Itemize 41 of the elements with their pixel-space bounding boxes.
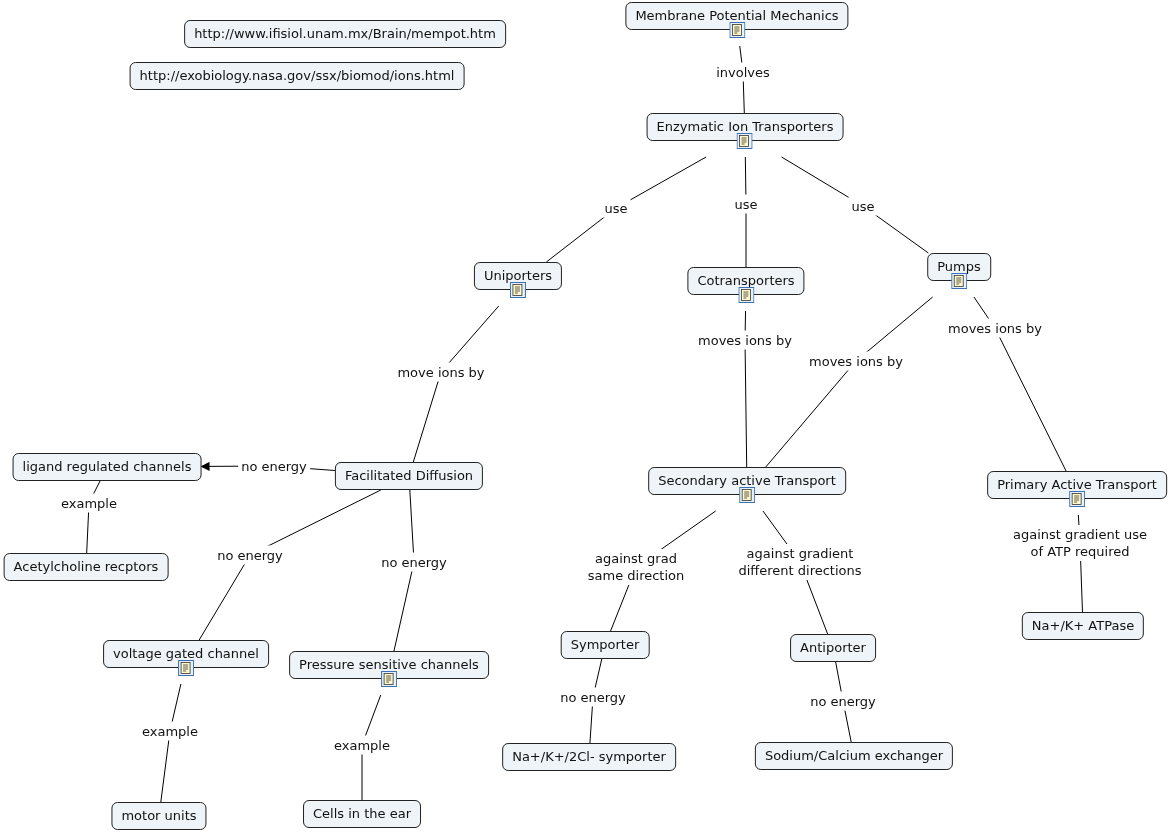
edge-label: use xyxy=(848,196,878,216)
concept-label: voltage gated channel xyxy=(113,646,259,661)
concept-label: Sodium/Calcium exchanger xyxy=(764,748,944,763)
concept-box xyxy=(184,20,506,48)
connector-line xyxy=(973,296,1067,472)
concept-label: http://exobiology.nasa.gov/ssx/biomod/ions.html xyxy=(139,68,455,83)
connector-line xyxy=(744,310,748,468)
concept-label: Cells in the ear xyxy=(313,806,411,821)
concept-label: Facilitated Diffusion xyxy=(344,468,474,483)
concept-label: Pumps xyxy=(937,259,981,274)
concept-box xyxy=(303,800,421,828)
concept-label: Enzymatic Ion Transporters xyxy=(656,119,834,134)
edge-label: example xyxy=(58,493,120,513)
concept-label: Na+/K+ ATPase xyxy=(1031,618,1135,633)
concept-label: Primary Active Transport xyxy=(997,477,1157,492)
concept-box xyxy=(560,631,650,659)
concept-label: Uniporters xyxy=(483,268,553,283)
concept-box xyxy=(129,62,465,90)
edge-label: use xyxy=(601,198,631,218)
concept-label: Secondary active Transport xyxy=(658,473,836,488)
concept-box xyxy=(111,802,207,830)
concept-label: Na+/K+/2Cl- symporter xyxy=(512,749,666,764)
concept-label: http://www.ifisiol.unam.mx/Brain/mempot.htm xyxy=(194,26,496,41)
concept-box xyxy=(3,553,169,581)
concept-box xyxy=(334,462,484,490)
edge-label: example xyxy=(331,735,393,755)
concept-label: Antiporter xyxy=(800,640,866,655)
concept-label: Acetylcholine recptors xyxy=(13,559,159,574)
concept-label: ligand regulated channels xyxy=(22,459,192,474)
concept-box xyxy=(1021,612,1145,640)
concept-box xyxy=(790,634,876,662)
concept-label: Pressure sensitive channels xyxy=(299,657,479,672)
concept-label: Cotransporters xyxy=(697,273,795,288)
concept-label: Symporter xyxy=(570,637,640,652)
concept-box xyxy=(12,453,202,481)
concept-label: motor units xyxy=(121,808,197,823)
concept-box xyxy=(754,742,954,770)
concept-box xyxy=(502,743,676,771)
edge-label: example xyxy=(139,721,201,741)
connector-line xyxy=(765,296,934,468)
concept-label: Membrane Potential Mechanics xyxy=(635,8,839,23)
